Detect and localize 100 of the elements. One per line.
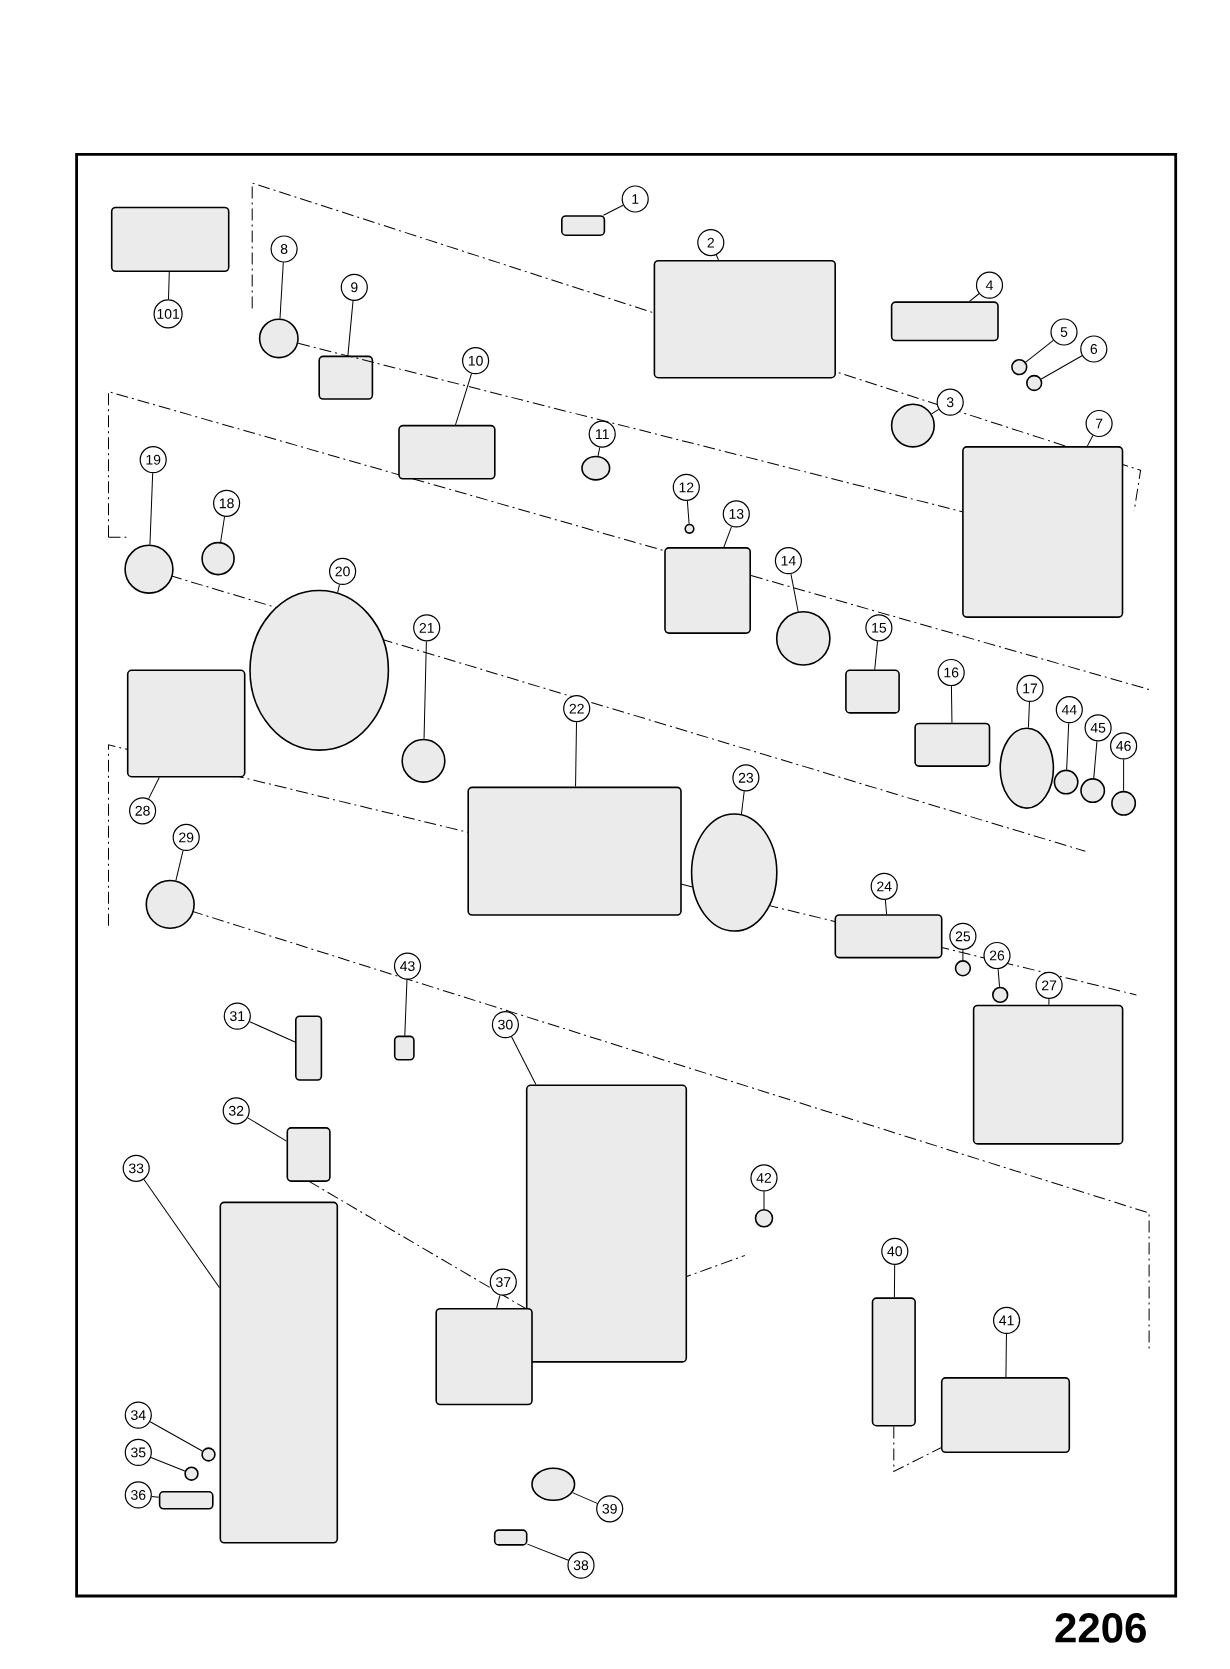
leader-line (455, 373, 473, 426)
part-drawing (1011, 358, 1028, 376)
leader-line (874, 640, 879, 670)
leader-line (151, 1495, 160, 1498)
callout-number: 11 (588, 420, 616, 448)
leader-line (247, 1117, 287, 1142)
leader-line (1123, 759, 1125, 792)
callout-number: 4 (975, 271, 1004, 299)
callout-number: 38 (567, 1551, 595, 1579)
leader-line (404, 979, 408, 1037)
part-drawing (962, 446, 1124, 618)
leader-line (1025, 339, 1054, 363)
part-drawing (393, 1035, 415, 1061)
leader-line (1027, 701, 1030, 729)
callout-number: 14 (774, 547, 802, 575)
callout-number: 41 (993, 1306, 1021, 1334)
part-drawing (664, 547, 751, 634)
callout-number: 44 (1055, 696, 1083, 724)
callout-number: 39 (596, 1495, 624, 1523)
drawing-number: 2206 (1055, 1613, 1146, 1643)
leader-line (790, 573, 799, 612)
callout-number: 8 (270, 235, 298, 263)
callout-number: 27 (1035, 971, 1063, 999)
leader-line (496, 1294, 501, 1309)
callout-number: 30 (491, 1011, 519, 1039)
part-drawing (914, 722, 991, 767)
part-drawing (890, 403, 935, 448)
leader-line (715, 254, 719, 261)
callout-number: 101 (153, 299, 183, 329)
leader-line (220, 516, 226, 543)
callout-number: 32 (222, 1097, 250, 1125)
leader-line (1040, 355, 1083, 380)
part-drawing (401, 738, 446, 783)
part-drawing (124, 544, 174, 594)
part-drawing (398, 424, 496, 480)
callout-number: 25 (949, 922, 977, 950)
callout-number: 42 (750, 1164, 778, 1192)
part-drawing (201, 1447, 216, 1462)
leader-line (969, 293, 980, 302)
callout-number: 29 (172, 823, 200, 851)
part-drawing (972, 1004, 1124, 1145)
callout-number: 9 (340, 273, 368, 301)
leader-line (1048, 998, 1050, 1006)
callout-number: 37 (489, 1268, 517, 1296)
leader-line (597, 446, 601, 457)
part-drawing (126, 669, 246, 778)
callout-number: 33 (122, 1154, 150, 1182)
part-drawing (249, 589, 390, 751)
leader-line (279, 262, 284, 319)
part-drawing (871, 1297, 916, 1427)
leader-line (175, 850, 184, 881)
callout-number: 45 (1084, 714, 1112, 742)
callout-number: 1 (621, 185, 649, 213)
callout-number: 10 (462, 347, 490, 375)
callout-number: 12 (672, 473, 700, 501)
callout-number: 17 (1016, 674, 1044, 702)
leader-line (1086, 435, 1094, 447)
leader-line (249, 1021, 296, 1043)
part-drawing (531, 1467, 576, 1502)
callout-number: 35 (124, 1438, 152, 1466)
part-drawing (145, 879, 195, 930)
part-drawing (999, 727, 1055, 809)
part-drawing (690, 813, 778, 932)
part-drawing (653, 259, 836, 379)
callout-number: 6 (1080, 335, 1108, 363)
leader-line (150, 1456, 186, 1472)
callout-number: 22 (563, 695, 591, 723)
part-drawing (184, 1466, 199, 1481)
callout-number: 36 (124, 1481, 152, 1509)
leader-line (884, 899, 888, 915)
part-drawing (940, 1377, 1071, 1454)
leader-line (763, 1191, 765, 1210)
leader-line (893, 1264, 896, 1298)
callout-number: 5 (1050, 318, 1078, 346)
callout-number: 46 (1110, 732, 1138, 760)
leader-line (337, 584, 340, 594)
part-drawing (1026, 374, 1043, 392)
leader-line (931, 408, 940, 415)
part-drawing (201, 541, 235, 576)
callout-number: 15 (865, 614, 893, 642)
part-drawing (992, 986, 1009, 1004)
callout-number: 28 (129, 797, 157, 825)
assembly-line (893, 1426, 942, 1472)
leader-line (1093, 740, 1098, 779)
leader-line (1066, 722, 1070, 771)
part-drawing (775, 611, 831, 666)
callout-number: 13 (722, 500, 750, 528)
leader-line (740, 790, 745, 815)
part-drawing (834, 914, 943, 959)
leader-line (511, 1036, 537, 1085)
leader-line (347, 300, 354, 357)
part-drawing (754, 1209, 774, 1228)
leader-line (686, 500, 690, 525)
callout-number: 43 (393, 952, 422, 980)
leader-line (168, 271, 170, 300)
leader-line (148, 777, 160, 800)
part-drawing (435, 1307, 533, 1406)
callout-number: 40 (881, 1237, 909, 1265)
part-drawing (295, 1015, 323, 1081)
leader-line (149, 472, 154, 545)
